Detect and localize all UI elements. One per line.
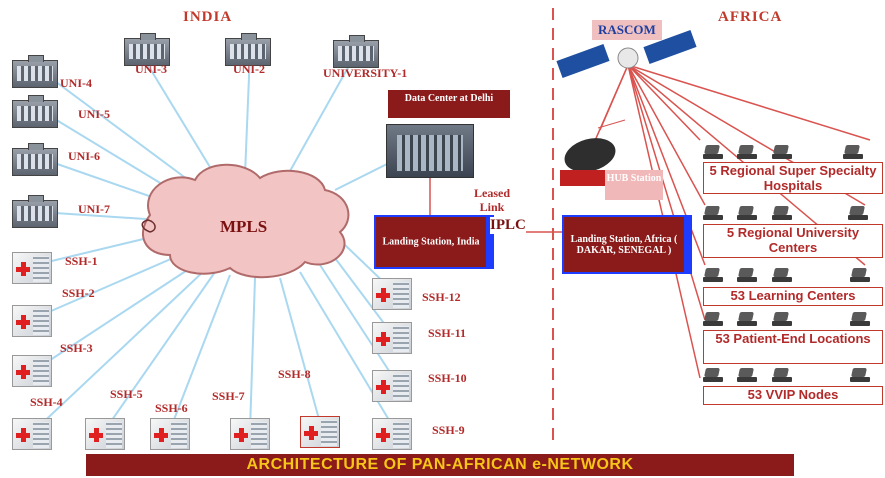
- hospital-icon: [85, 418, 125, 450]
- region-india-title: INDIA: [183, 9, 233, 25]
- landing-station-africa: Landing Station, Africa ( DAKAR, SENEGAL…: [562, 215, 686, 274]
- university-label: UNI-6: [68, 149, 100, 163]
- rascom-satellite-label: RASCOM: [592, 20, 662, 40]
- terminal-icon: [703, 204, 725, 222]
- hospital-icon: [372, 322, 412, 354]
- hospital-label: SSH-8: [278, 367, 311, 381]
- landing-station-africa-label: Landing Station, Africa ( DAKAR, SENEGAL…: [570, 233, 678, 256]
- university-building-icon: [12, 95, 58, 128]
- terminal-icon: [843, 143, 865, 161]
- university-building-icon: [124, 33, 170, 66]
- terminal-icon: [772, 143, 794, 161]
- terminal-icon: [737, 143, 759, 161]
- mpls-cloud-label: MPLS: [220, 217, 268, 236]
- africa-node-patient-end: 53 Patient-End Locations: [703, 330, 883, 364]
- terminal-icon: [848, 204, 870, 222]
- university-building-icon: [12, 55, 58, 88]
- hospital-icon: [372, 370, 412, 402]
- terminal-icon: [772, 366, 794, 384]
- leased-link-label: Leased Link: [474, 186, 510, 214]
- landing-station-india-label: Landing Station, India: [382, 236, 480, 248]
- terminal-icon: [703, 143, 725, 161]
- university-building-icon: [12, 143, 58, 176]
- hospital-icon: [372, 418, 412, 450]
- terminal-icon: [737, 204, 759, 222]
- africa-node-universities: 5 Regional University Centers: [703, 224, 883, 258]
- hospital-label: SSH-9: [432, 423, 465, 437]
- university-label: UNI-2: [233, 62, 265, 76]
- terminal-icon: [703, 366, 725, 384]
- university-label: UNI-4: [60, 76, 92, 90]
- terminal-icon: [772, 266, 794, 284]
- hospital-icon: [12, 305, 52, 337]
- hospital-icon: [150, 418, 190, 450]
- africa-node-hospitals: 5 Regional Super Specialty Hospitals: [703, 162, 883, 194]
- hospital-icon: [12, 418, 52, 450]
- hospital-icon: [12, 355, 52, 387]
- hospital-label: SSH-12: [422, 290, 461, 304]
- hospital-label: SSH-3: [60, 341, 93, 355]
- hub-dish-icon: [565, 140, 566, 141]
- data-center-building-icon: [386, 124, 474, 178]
- terminal-icon: [850, 266, 872, 284]
- hospital-icon: [230, 418, 270, 450]
- hospital-label: SSH-7: [212, 389, 245, 403]
- hospital-label: SSH-6: [155, 401, 188, 415]
- iplc-label: IPLC: [490, 217, 526, 234]
- terminal-icon: [703, 310, 725, 328]
- terminal-icon: [737, 266, 759, 284]
- hospital-label: SSH-11: [428, 326, 467, 340]
- africa-node-vvip: 53 VVIP Nodes: [703, 386, 883, 405]
- terminal-icon: [772, 310, 794, 328]
- footer-title: ARCHITECTURE OF PAN-AFRICAN e-NETWORK: [86, 454, 794, 476]
- hub-station-label: HUB Station: [605, 170, 663, 200]
- university-label: UNI-5: [78, 107, 110, 121]
- university-building-icon: [333, 35, 379, 68]
- hospital-label: SSH-2: [62, 286, 95, 300]
- terminal-icon: [737, 366, 759, 384]
- satellite-icon: [615, 50, 616, 51]
- university-label: UNI-7: [78, 202, 110, 216]
- region-africa-title: AFRICA: [718, 9, 783, 25]
- hospital-label: SSH-10: [428, 371, 467, 385]
- hospital-icon: [372, 278, 412, 310]
- university-building-icon: [225, 33, 271, 66]
- africa-node-learning-centers: 53 Learning Centers: [703, 287, 883, 306]
- terminal-icon: [737, 310, 759, 328]
- hospital-icon: [12, 252, 52, 284]
- university-label: UNI-3: [135, 62, 167, 76]
- terminal-icon: [850, 366, 872, 384]
- data-center-label: Data Center at Delhi: [388, 90, 510, 118]
- landing-station-india: Landing Station, India: [374, 215, 488, 269]
- hospital-label: SSH-1: [65, 254, 98, 268]
- university-label: UNIVERSITY-1: [323, 66, 408, 80]
- terminal-icon: [703, 266, 725, 284]
- university-building-icon: [12, 195, 58, 228]
- hospital-label: SSH-5: [110, 387, 143, 401]
- hospital-label: SSH-4: [30, 395, 63, 409]
- terminal-icon: [772, 204, 794, 222]
- terminal-icon: [850, 310, 872, 328]
- hospital-icon: [300, 416, 340, 448]
